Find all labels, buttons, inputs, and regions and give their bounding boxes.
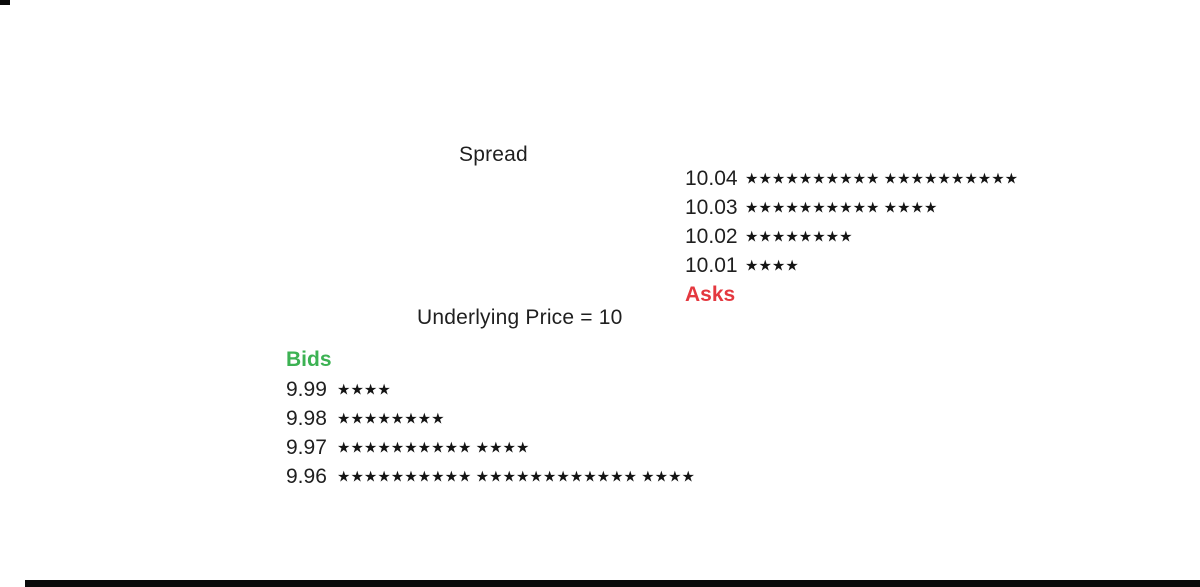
ask-row: 10.01 ★★★★ [685,251,1018,280]
asks-section: 10.04★★★★★★★★★★ ★★★★★★★★★★10.03★★★★★★★★★… [685,164,1018,310]
bottom-bar [25,580,1200,587]
bids-section: Bids 9.99 ★★★★ 9.98 ★★★★★★★★ 9.97 ★★★★★★★★★★ … [286,345,695,491]
quantity-stars: ★★★★★★★★ [337,410,445,428]
bid-row: 9.98 ★★★★★★★★ [286,404,695,433]
ask-row: 10.02 ★★★★★★★★ [685,222,1018,251]
bids-label: Bids [286,348,332,371]
quantity-stars: ★★★★★★★★★★ ★★★★★★★★★★ [745,170,1019,188]
quantity-stars: ★★★★ [337,381,391,399]
quantity-stars: ★★★★★★★★★★ ★★★★ [337,439,530,457]
asks-label: Asks [685,283,736,306]
price-label: 9.98 [286,407,327,431]
quantity-stars: ★★★★ [745,257,799,275]
ask-row: 10.04 ★★★★★★★★★★ ★★★★★★★★★★ [685,164,1018,193]
bid-row: 9.96 ★★★★★★★★★★ ★★★★★★★★★★★★ ★★★★ [286,462,695,491]
bids-rows: 9.99★★★★9.98★★★★★★★★9.97★★★★★★★★★★ ★★★★9… [286,375,695,491]
quantity-stars: ★★★★★★★★★★ ★★★★ [745,199,938,217]
spread-label: Spread [459,143,528,166]
price-label: 10.01 [685,254,738,278]
quantity-stars: ★★★★★★★★ [745,228,853,246]
quantity-stars: ★★★★★★★★★★ ★★★★★★★★★★★★ ★★★★ [337,468,695,486]
price-label: 10.04 [685,167,738,191]
ask-row: 10.03 ★★★★★★★★★★ ★★★★ [685,193,1018,222]
price-label: 10.02 [685,225,738,249]
bid-row: 9.99 ★★★★ [286,375,695,404]
price-label: 9.97 [286,436,327,460]
corner-artifact [0,0,10,5]
asks-rows: 10.04★★★★★★★★★★ ★★★★★★★★★★10.03★★★★★★★★★… [685,164,1018,280]
price-label: 10.03 [685,196,738,220]
underlying-price-label: Underlying Price = 10 [417,306,623,329]
price-label: 9.99 [286,378,327,402]
bid-row: 9.97 ★★★★★★★★★★ ★★★★ [286,433,695,462]
price-label: 9.96 [286,465,327,489]
